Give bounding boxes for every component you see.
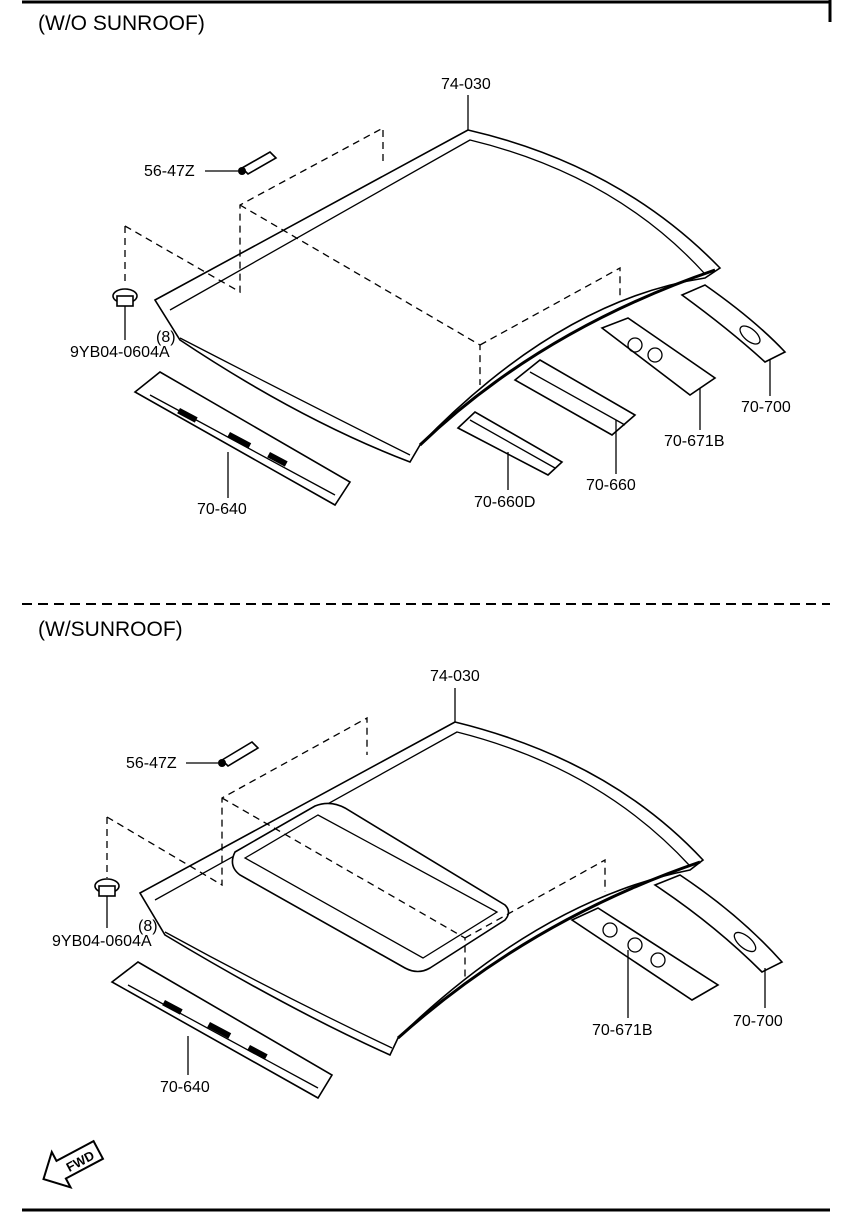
label-roof: 74-030 [430,668,480,685]
nut-icon [94,878,120,928]
molding-clip-icon [205,151,278,175]
label-roof: 74-030 [441,76,491,93]
nut-icon [112,288,138,340]
rear-header-panel [680,284,787,396]
fwd-arrow-icon: FWD [42,1139,105,1190]
phantom-outline [106,716,606,980]
roof-panel [138,688,705,1057]
label-rear-header: 70-700 [733,1013,783,1030]
label-nut: 9YB04-0604A [52,933,152,950]
label-molding-clip: 56-47Z [126,755,177,772]
label-nut-qty: (8) [138,918,158,935]
sunroof-opening [231,802,510,973]
label-rail-70-660: 70-660 [586,477,636,494]
section-without-sunroof: (W/O SUNROOF) [38,12,791,518]
section-title: (W/O SUNROOF) [38,12,205,35]
roof-rail-70-671b [600,317,717,430]
roof-rail-70-671b [570,907,720,1018]
front-header-panel [110,961,334,1100]
section-title: (W/SUNROOF) [38,618,183,641]
section-with-sunroof: (W/SUNROOF) [38,618,784,1100]
molding-clip-icon [186,740,260,768]
label-nut-qty: (8) [156,329,176,346]
roof-rail-70-660 [513,359,637,474]
rear-header-panel [653,874,784,1008]
roof-panel [153,95,722,463]
label-molding-clip: 56-47Z [144,163,195,180]
label-nut: 9YB04-0604A [70,344,170,361]
label-rear-header: 70-700 [741,399,791,416]
label-front-header: 70-640 [160,1079,210,1096]
phantom-outline [124,126,621,385]
label-rail-70-671b: 70-671B [664,433,725,450]
front-header-panel [133,371,352,507]
label-front-header: 70-640 [197,501,247,518]
label-rail-70-660d: 70-660D [474,494,535,511]
label-rail-70-671b: 70-671B [592,1022,653,1039]
roof-rail-70-660d [456,411,564,490]
